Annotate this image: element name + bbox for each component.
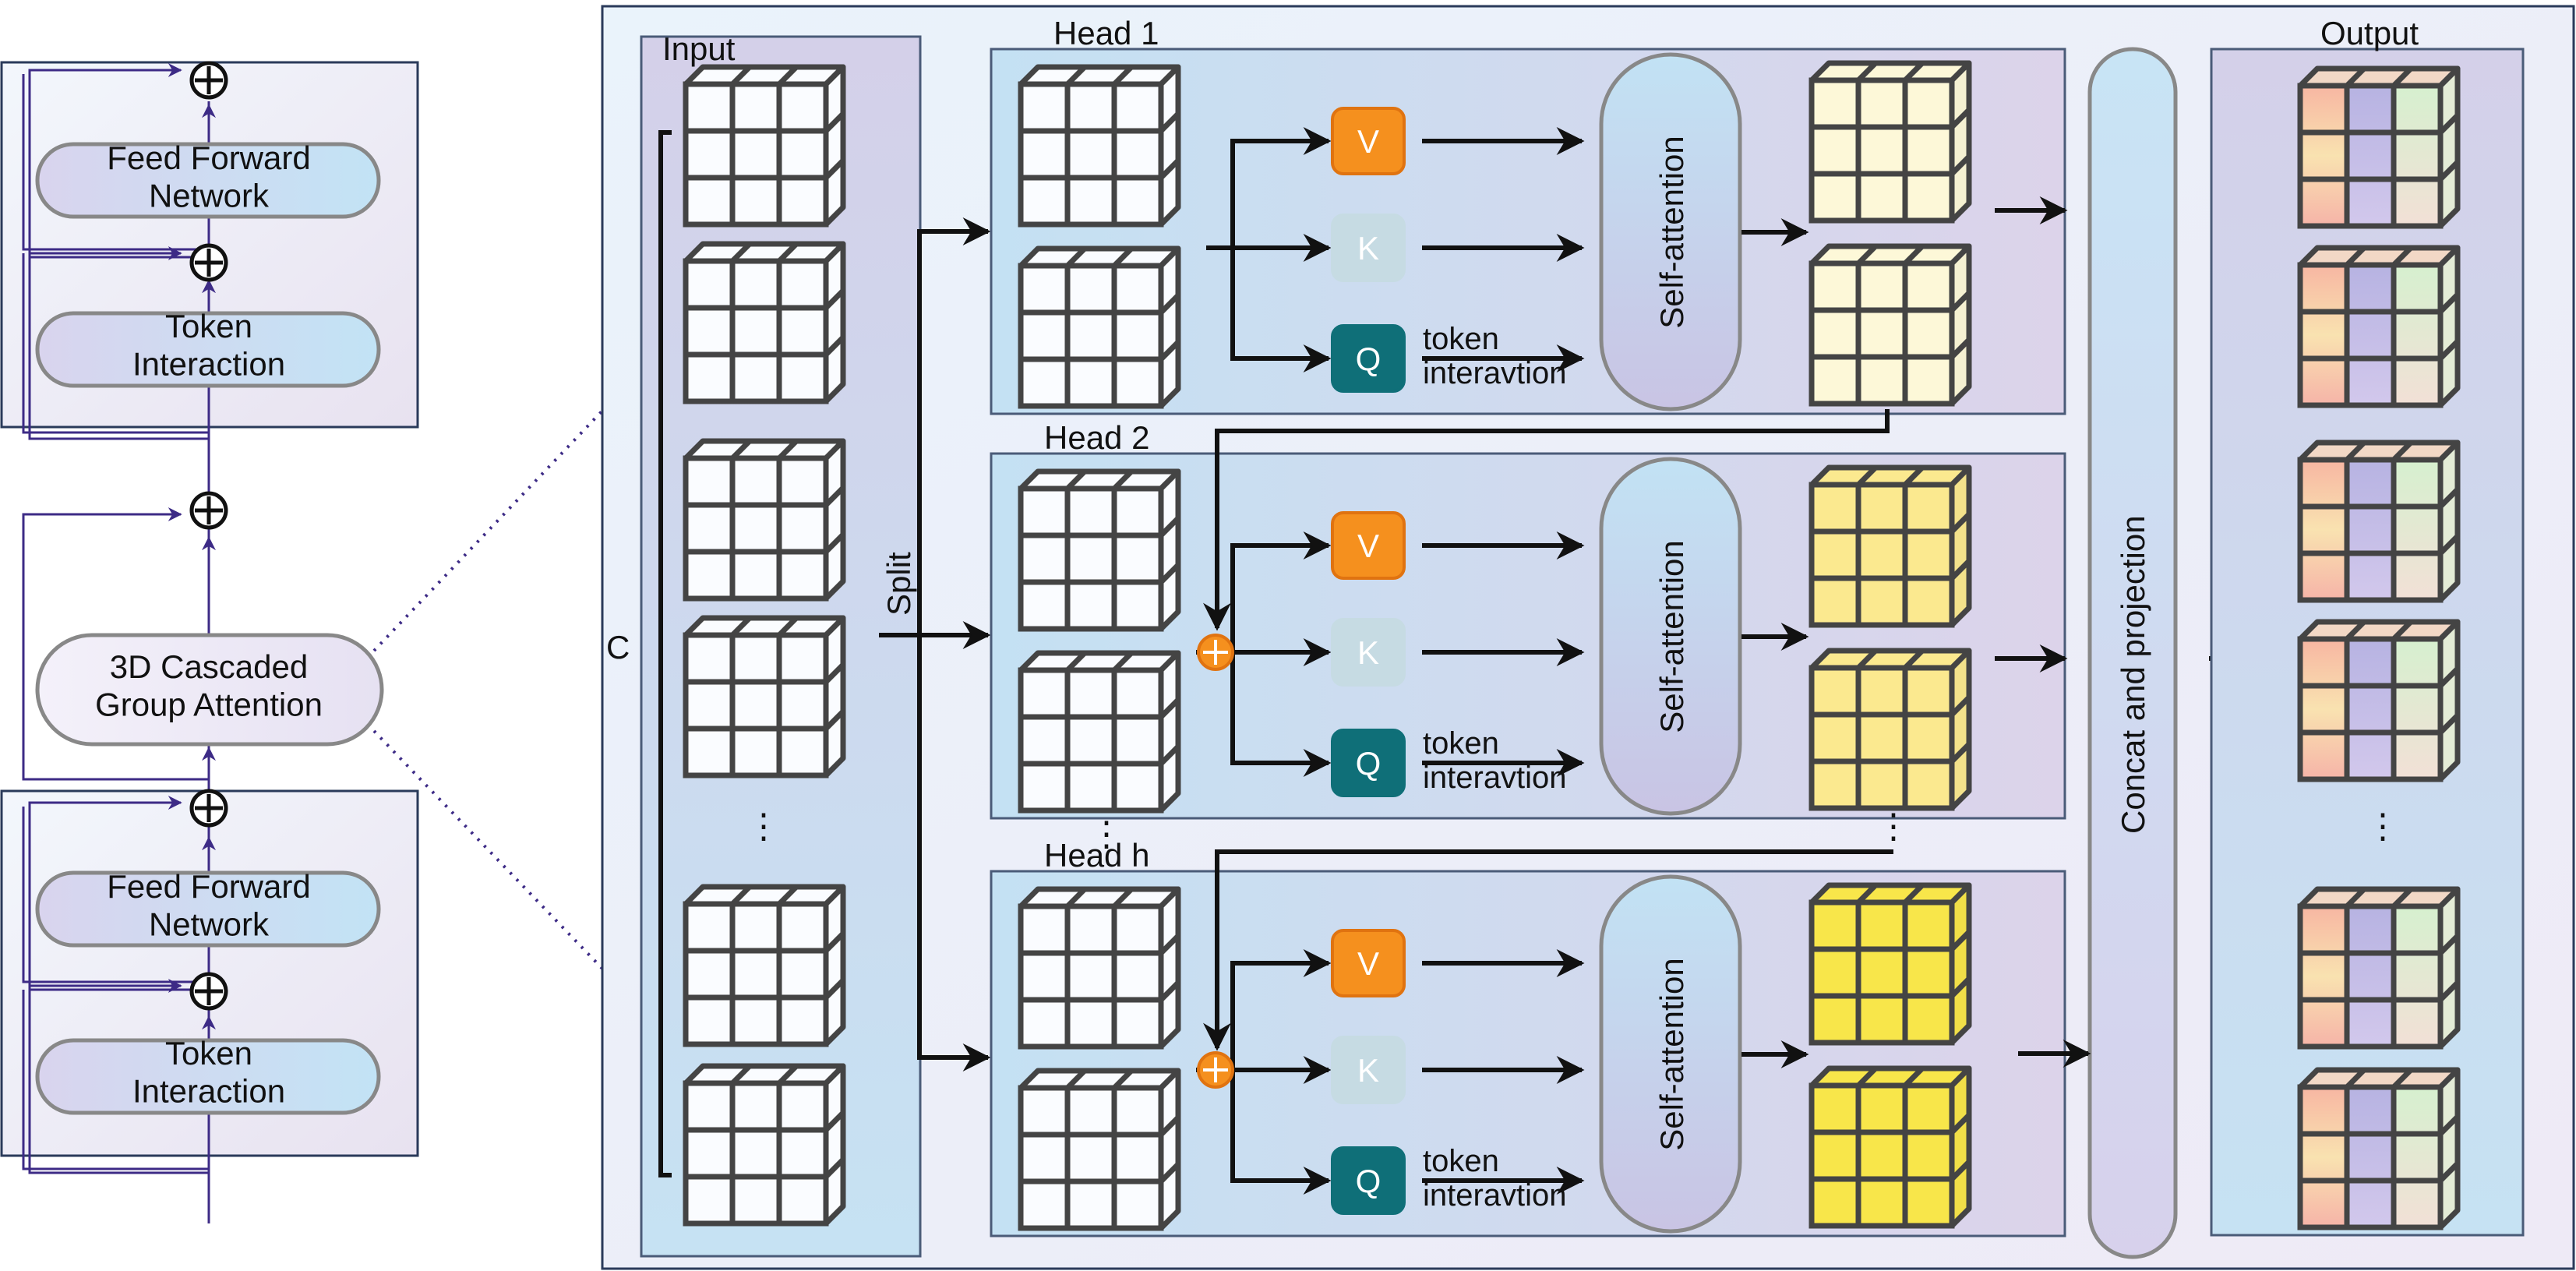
q-box (1331, 1146, 1406, 1215)
head-ellipsis: ⋮ (1089, 815, 1124, 853)
k-box (1331, 618, 1406, 687)
q-box (1331, 324, 1406, 393)
head-output-cube (1808, 464, 1972, 628)
concat-pill (2087, 47, 2178, 1259)
head-input-cube (1018, 468, 1181, 632)
head1-label: Head 1 (1053, 15, 1159, 51)
cga-pill (35, 633, 384, 747)
v-box (1331, 511, 1406, 580)
k-box-label: K (1357, 230, 1379, 267)
headh-label: Head h (1044, 837, 1149, 874)
k-box (1331, 214, 1406, 282)
self-attention-label: Self-attention (1653, 136, 1690, 329)
input-cube (683, 241, 846, 404)
label-line: Group Attention (95, 686, 323, 722)
bottom-ffn-pill (35, 870, 381, 948)
input-cube (683, 615, 846, 778)
head-output-cube (1808, 243, 1972, 407)
add-circle-4 (189, 789, 228, 828)
output-cube (2297, 65, 2461, 229)
c-label: C (606, 629, 630, 666)
q-box (1331, 729, 1406, 797)
output-cube (2297, 619, 2461, 782)
token-interaction-label-line2: interavtion (1423, 1178, 1567, 1213)
head-input-cube (1018, 64, 1181, 228)
head-input-cube (1018, 245, 1181, 409)
top-ffn-pill (35, 142, 381, 219)
q-box-label: Q (1356, 745, 1382, 782)
v-box (1331, 929, 1406, 997)
self-attention-label: Self-attention (1653, 958, 1690, 1151)
cga-label-line: 3D Cascaded (110, 648, 308, 685)
output-cube (2297, 886, 2461, 1050)
input-cube (683, 64, 846, 228)
head-input-cube (1018, 886, 1181, 1050)
c-bracket (658, 130, 672, 1177)
head2-label: Head 2 (1044, 419, 1149, 456)
concat-label: Concat and projection (2115, 515, 2151, 834)
head-output-cube (1808, 1065, 1972, 1229)
label-line: Interaction (132, 1072, 285, 1109)
cascade-add-circle (1197, 634, 1234, 671)
ti-label-line1b: Token (165, 1035, 252, 1072)
head-output-cube (1808, 648, 1972, 811)
input-cube (683, 1063, 846, 1227)
v-box-label: V (1357, 528, 1379, 564)
cascade-add-circle (1197, 1051, 1234, 1089)
k-box-label: K (1357, 634, 1379, 671)
input-cube (683, 884, 846, 1047)
add-circle-5 (189, 972, 228, 1011)
main-panel: Input C ⋮ Split Head 1 Head 2 Head h ⋮ ⋮… (601, 5, 2575, 1270)
cube-ellipsis: ⋮ (1876, 807, 1911, 846)
ffn-label-line1b: Feed Forward (107, 868, 310, 905)
q-box-label: Q (1356, 1163, 1382, 1199)
output-ellipsis: ⋮ (2366, 807, 2400, 846)
split-label: Split (880, 552, 917, 616)
top-ti-pill (35, 311, 381, 388)
ffn-label-line1: Feed Forward (107, 139, 310, 176)
output-cube (2297, 440, 2461, 603)
output-cube (2297, 245, 2461, 408)
head-output-cube (1808, 60, 1972, 224)
add-circle-2 (189, 243, 228, 282)
bottom-ti-pill (35, 1038, 381, 1115)
v-box (1331, 107, 1406, 175)
cubes-layer (683, 60, 2461, 1231)
label-line: Interaction (132, 345, 285, 382)
output-label: Output (2320, 15, 2419, 51)
k-box (1331, 1036, 1406, 1104)
label-line: Network (149, 177, 270, 214)
input-ellipsis: ⋮ (746, 807, 781, 846)
q-box-label: Q (1356, 341, 1382, 377)
token-interaction-label-line2: interavtion (1423, 356, 1567, 390)
self-attention-pill (1599, 457, 1742, 816)
add-circle-3 (189, 491, 228, 530)
input-cube (683, 438, 846, 602)
head-output-cube (1808, 882, 1972, 1046)
label-line: Network (149, 906, 270, 942)
v-box-label: V (1357, 123, 1379, 160)
input-label: Input (662, 30, 736, 67)
ti-label-line1: Token (165, 308, 252, 344)
head-input-cube (1018, 650, 1181, 814)
self-attention-label: Self-attention (1653, 540, 1690, 733)
add-circle-1 (189, 61, 228, 100)
head-input-cube (1018, 1068, 1181, 1231)
self-attention-pill (1599, 874, 1742, 1234)
k-box-label: K (1357, 1052, 1379, 1089)
v-box-label: V (1357, 945, 1379, 982)
self-attention-pill (1599, 52, 1742, 411)
token-interaction-label-line2: interavtion (1423, 761, 1567, 795)
output-cube (2297, 1067, 2461, 1230)
